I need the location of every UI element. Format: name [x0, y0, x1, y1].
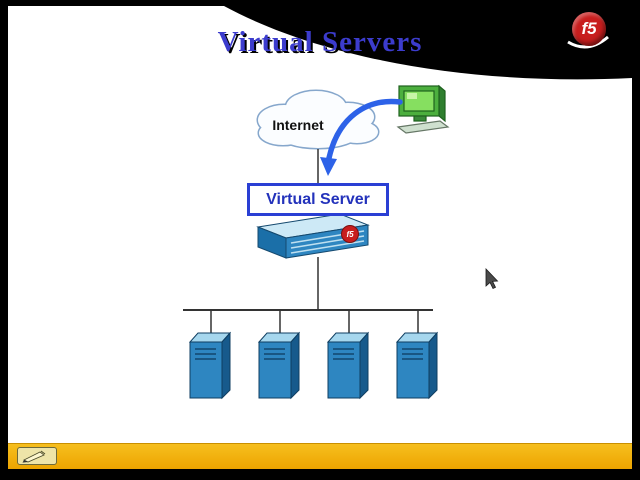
server-tower-4: [395, 331, 439, 400]
connector-lines: [183, 149, 433, 334]
load-balancer-appliance: f5: [256, 213, 370, 259]
f5-logo: f5: [572, 12, 606, 46]
internet-cloud-label: Internet: [272, 117, 324, 133]
virtual-server-label-box: Virtual Server: [247, 183, 389, 216]
pencil-icon: [22, 450, 46, 463]
slide-corner-swoosh: [224, 6, 632, 80]
f5-logo-text: f5: [581, 19, 597, 38]
client-computer-icon: [396, 84, 450, 134]
appliance-f5-badge: [341, 225, 359, 243]
server-tower-3: [326, 331, 370, 400]
request-arrow: [320, 98, 403, 176]
logo-swoosh: [567, 35, 609, 49]
server-tower-2: [257, 331, 301, 400]
appliance-f5-badge-text: f5: [346, 230, 354, 239]
presenter-toolbar: [8, 443, 632, 469]
server-tower-1: [188, 331, 232, 400]
annotation-tool-button[interactable]: [17, 447, 57, 465]
slide-title: Virtual Servers: [217, 26, 423, 58]
internet-cloud-fill: [258, 91, 378, 148]
virtual-server-label: Virtual Server: [266, 190, 370, 208]
